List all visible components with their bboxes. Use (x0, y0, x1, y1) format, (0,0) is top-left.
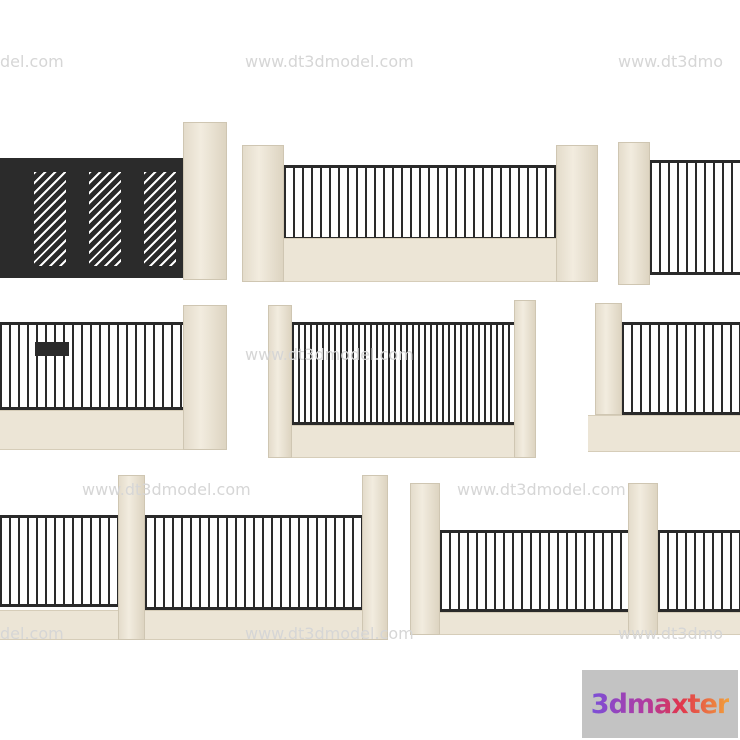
fence-d-railing (0, 322, 184, 410)
fence-a-post (183, 122, 227, 280)
fence-d-base (0, 410, 184, 450)
fence-g-post (118, 475, 145, 640)
fence-f-railing (622, 322, 740, 415)
watermark: www.dt3dmodel.com (245, 345, 414, 364)
fence-c-post (618, 142, 650, 285)
fence-b-post (242, 145, 284, 282)
fence-b-wall (284, 238, 556, 282)
watermark: del.com (0, 52, 64, 71)
fence-a-leaf (30, 168, 70, 270)
fence-d-plaque (35, 342, 69, 356)
watermark: del.com (0, 624, 64, 643)
fence-e-post (514, 300, 536, 458)
fence-g-railing (145, 515, 362, 610)
fence-h-post (410, 483, 440, 635)
fence-h-railing (440, 530, 628, 612)
watermark: www.dt3dmo (618, 52, 724, 71)
fence-g-railing (0, 515, 118, 607)
fence-f-base (588, 415, 740, 452)
fence-g-post (362, 475, 388, 640)
fence-b-railing (284, 165, 556, 240)
fence-f-column (595, 303, 622, 415)
fence-h-post (628, 483, 658, 635)
brand-logo-text: 3dmaxter (590, 688, 730, 720)
brand-logo: 3dmaxter (582, 670, 738, 738)
watermark: www.dt3dmo (618, 624, 724, 643)
fence-e-base (292, 425, 514, 458)
fence-b-post (556, 145, 598, 282)
watermark: www.dt3dmodel.com (245, 624, 414, 643)
fence-c-railing (650, 160, 740, 275)
fence-h-railing (658, 530, 740, 612)
fence-a-leaf (85, 168, 125, 270)
watermark: www.dt3dmodel.com (82, 480, 251, 499)
watermark: www.dt3dmodel.com (245, 52, 414, 71)
fence-a-leaf (140, 168, 180, 270)
fence-g-base (0, 610, 388, 640)
fence-e-post (268, 305, 292, 458)
watermark: www.dt3dmodel.com (457, 480, 626, 499)
fence-d-post (183, 305, 227, 450)
fence-e-railing (292, 322, 514, 425)
